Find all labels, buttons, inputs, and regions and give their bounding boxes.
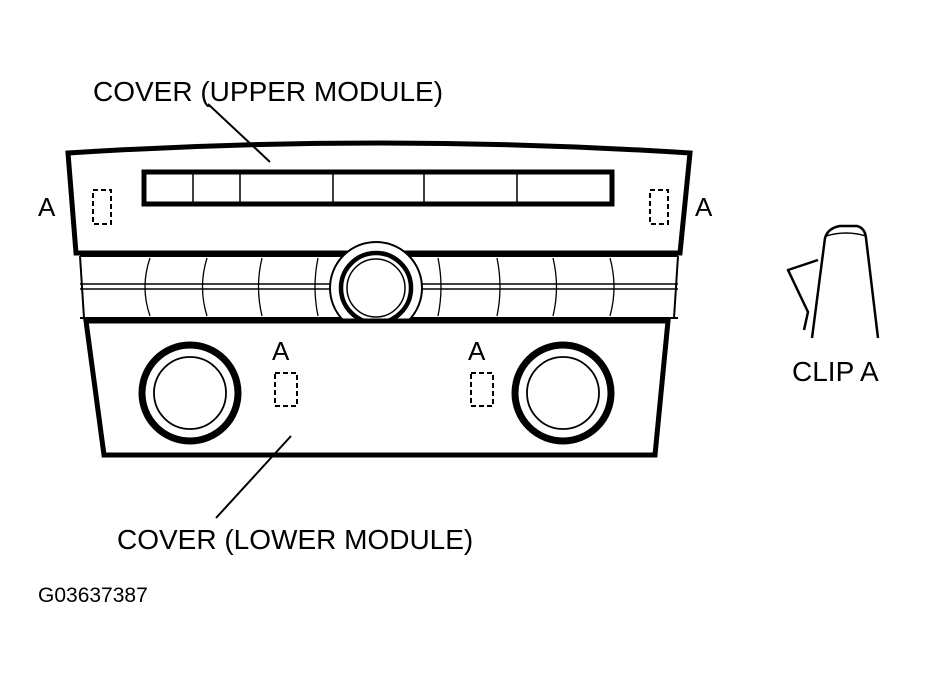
clip-marker-upper-right: A — [695, 192, 713, 222]
clip-a-caption: CLIP A — [792, 356, 879, 387]
upper-cover-leader — [207, 103, 271, 163]
upper-cover-label: COVER (UPPER MODULE) — [93, 76, 443, 107]
clip-marker-upper-left: A — [38, 192, 56, 222]
clip-slot-upper-right — [649, 189, 669, 225]
clip-marker-lower-right: A — [468, 336, 486, 366]
right-knob — [511, 341, 615, 445]
display-window — [141, 169, 615, 207]
clip-a-illustration — [786, 224, 880, 339]
clip-slot-lower-left — [274, 372, 298, 407]
lower-cover-label: COVER (LOWER MODULE) — [117, 524, 473, 555]
clip-slot-lower-right — [470, 372, 494, 407]
middle-button-band — [79, 241, 679, 335]
clip-slot-upper-left — [92, 189, 112, 225]
lower-cover-leader — [215, 435, 292, 519]
figure-id: G03637387 — [38, 584, 148, 607]
clip-marker-lower-left: A — [272, 336, 290, 366]
lower-module-cover — [83, 318, 671, 458]
upper-module-cover — [65, 140, 693, 256]
left-knob — [138, 341, 242, 445]
